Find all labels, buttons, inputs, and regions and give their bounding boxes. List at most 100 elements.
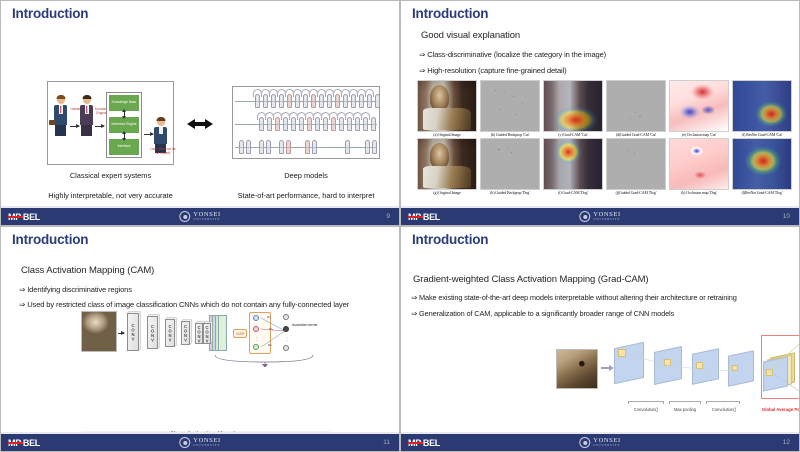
caption-interpretable-note: Highly interpretable, not very accurate [48,191,173,200]
bullet-identifying-regions: ⇒Identifying discriminative regions [19,285,132,294]
user-figure [154,117,167,153]
gap-unit-box [249,312,271,354]
double-arrow-icon: ⇒ [419,66,426,75]
slide-good-visual-explanation[interactable]: Introduction Good visual explanation ⇒Cl… [400,0,800,226]
mpbel-logo-mp: MP [8,212,23,222]
gallery-cell[interactable]: (h) Guided Backprop 'Dog' [480,138,540,195]
yonsei-seal-icon [579,437,591,448]
page-title: Introduction [412,232,489,247]
output-neuron-selected [283,326,289,332]
slide-body: Gradient-weighted Class Activation Mappi… [401,249,799,430]
stage-brace-1 [628,401,664,404]
double-arrow-icon: ⇒ [411,293,418,302]
image-caption: (b) Guided Backprop 'Cat' [490,133,530,137]
slide-heading: Good visual explanation [421,30,521,41]
merge-brace [214,354,314,367]
gradcam-pipeline-diagram: Convolution() Max pooling Convolution() … [556,331,799,431]
gallery-cell[interactable]: (i) Grad-CAM 'Dog' [543,138,603,195]
receptive-patch-1 [618,349,626,357]
conv-layer-4: CONV [181,321,190,345]
output-neuron-n [283,345,289,351]
stack-arrow-2 [121,131,126,141]
gallery-cell[interactable]: (g) Original Image [417,138,477,195]
yonsei-name: YONSEI [593,210,621,218]
image-caption: (i) Grad-CAM 'Dog' [558,191,588,195]
gallery-cell[interactable]: (a) Original Image [417,80,477,137]
gap-ellipsis: ⋮ [255,336,259,341]
bullet-class-discriminative: ⇒Class-discriminative (localize the cate… [419,50,606,59]
flow-arrow-3 [144,132,154,136]
human-expert-figure [49,95,67,136]
output-neuron-1 [283,314,289,320]
stack-arrow-1 [121,109,126,119]
image-guided-gradcam-cat [606,80,666,132]
mpbel-logo-bel: BEL [22,212,41,222]
stage-brace-2 [669,401,701,404]
image-caption: (k) Occlusion map 'Dog' [681,191,717,195]
bullet-high-resolution: ⇒High-resolution (capture fine-grained d… [419,66,567,75]
weight-label-2: w₂ [269,327,273,331]
gap-connections [768,343,799,392]
mpbel-logo-bel: BEL [422,212,441,222]
knowledge-engineer-figure [80,95,93,136]
double-arrow-icon: ⇒ [19,300,26,309]
gallery-cell[interactable]: (j)Guided Grad-CAM 'Dog' [606,138,666,195]
caption-classical-expert-systems: Classical expert systems [69,171,152,180]
gallery-row-cat: (a) Original Image (b) Guided Backprop '… [417,80,792,137]
gap-label: Global Average Pooling [761,407,800,412]
image-caption: (d)Guided Grad-CAM 'Cat' [615,133,657,137]
image-gradcam-dog [543,138,603,190]
image-original-dog [417,138,477,190]
bullet-text: High-resolution (capture fine-grained de… [427,66,567,75]
gallery-cell[interactable]: (d)Guided Grad-CAM 'Cat' [606,80,666,137]
weight-label-1: w₁ [267,315,271,319]
mpbel-logo: MP BEL [8,438,40,448]
bullet-text: Generalization of CAM, applicable to a s… [419,309,675,318]
receptive-patch-4 [732,365,738,371]
bullet-make-interpretable: ⇒Make existing state-of-the-art deep mod… [411,293,737,302]
receptive-patch-3 [696,362,703,369]
bullet-text: Identifying discriminative regions [27,285,132,294]
caption-performance-note: State-of-art performance, hard to interp… [237,191,375,200]
conv-layer-3: CONV [165,319,175,347]
slide-cam[interactable]: Introduction Class Activation Mapping (C… [0,226,400,452]
gap-neuron-n [253,344,259,350]
conv-layer-1: CONV [127,313,139,351]
gap-neuron-2 [253,326,259,332]
page-number: 12 [782,439,790,446]
conv-layer-2: CONV [147,316,158,349]
slide-grad-cam[interactable]: Introduction Gradient-weighted Class Act… [400,226,800,452]
image-caption: (g) Original Image [433,191,461,195]
pipeline-connections [623,352,735,372]
stage-label-max-pooling: Max pooling [673,407,697,412]
slide-body: Human Expert Knowledge Engineer Knowledg… [1,23,399,204]
gallery-cell[interactable]: (e) Occlusion map 'Cat' [669,80,729,137]
global-average-pooling-box [761,335,799,399]
yonsei-subtitle: UNIVERSITY [593,217,621,222]
image-gradcam-cat [543,80,603,132]
image-caption: (e) Occlusion map 'Cat' [681,133,717,137]
gallery-cell[interactable]: (c) Grad-CAM 'Cat' [543,80,603,137]
knowledge-base-box: Knowledge Base [109,95,139,112]
cam-input-image [81,311,117,352]
yonsei-name: YONSEI [193,210,221,218]
receptive-patch-2 [664,359,671,366]
gap-receptive-patch [766,369,773,376]
image-guided-backprop-cat [480,80,540,132]
gallery-cell[interactable]: (f) ResNet Grad-CAM 'Cat' [732,80,792,137]
stage-label-convolution-2: Convolution() [711,407,737,412]
image-original-cat [417,80,477,132]
double-arrow-icon: ⇒ [419,50,426,59]
gallery-cell[interactable]: (l)ResNet Grad-CAM 'Dog' [732,138,792,195]
page-title: Introduction [412,6,489,21]
slide-expert-vs-deep[interactable]: Introduction Human Expert [0,0,400,226]
gallery-cell[interactable]: (k) Occlusion map 'Dog' [669,138,729,195]
bidirectional-arrow-icon [187,118,213,129]
yonsei-subtitle: UNIVERSITY [193,217,221,222]
yonsei-seal-icon [579,211,591,222]
gap-neuron-1 [253,315,259,321]
knowledge-engineer-label: Knowledge Engineer [94,107,112,115]
slide-footer: MP BEL YONSEI UNIVERSITY 11 [1,432,399,451]
image-caption: (a) Original Image [433,133,461,137]
gallery-cell[interactable]: (b) Guided Backprop 'Cat' [480,80,540,137]
